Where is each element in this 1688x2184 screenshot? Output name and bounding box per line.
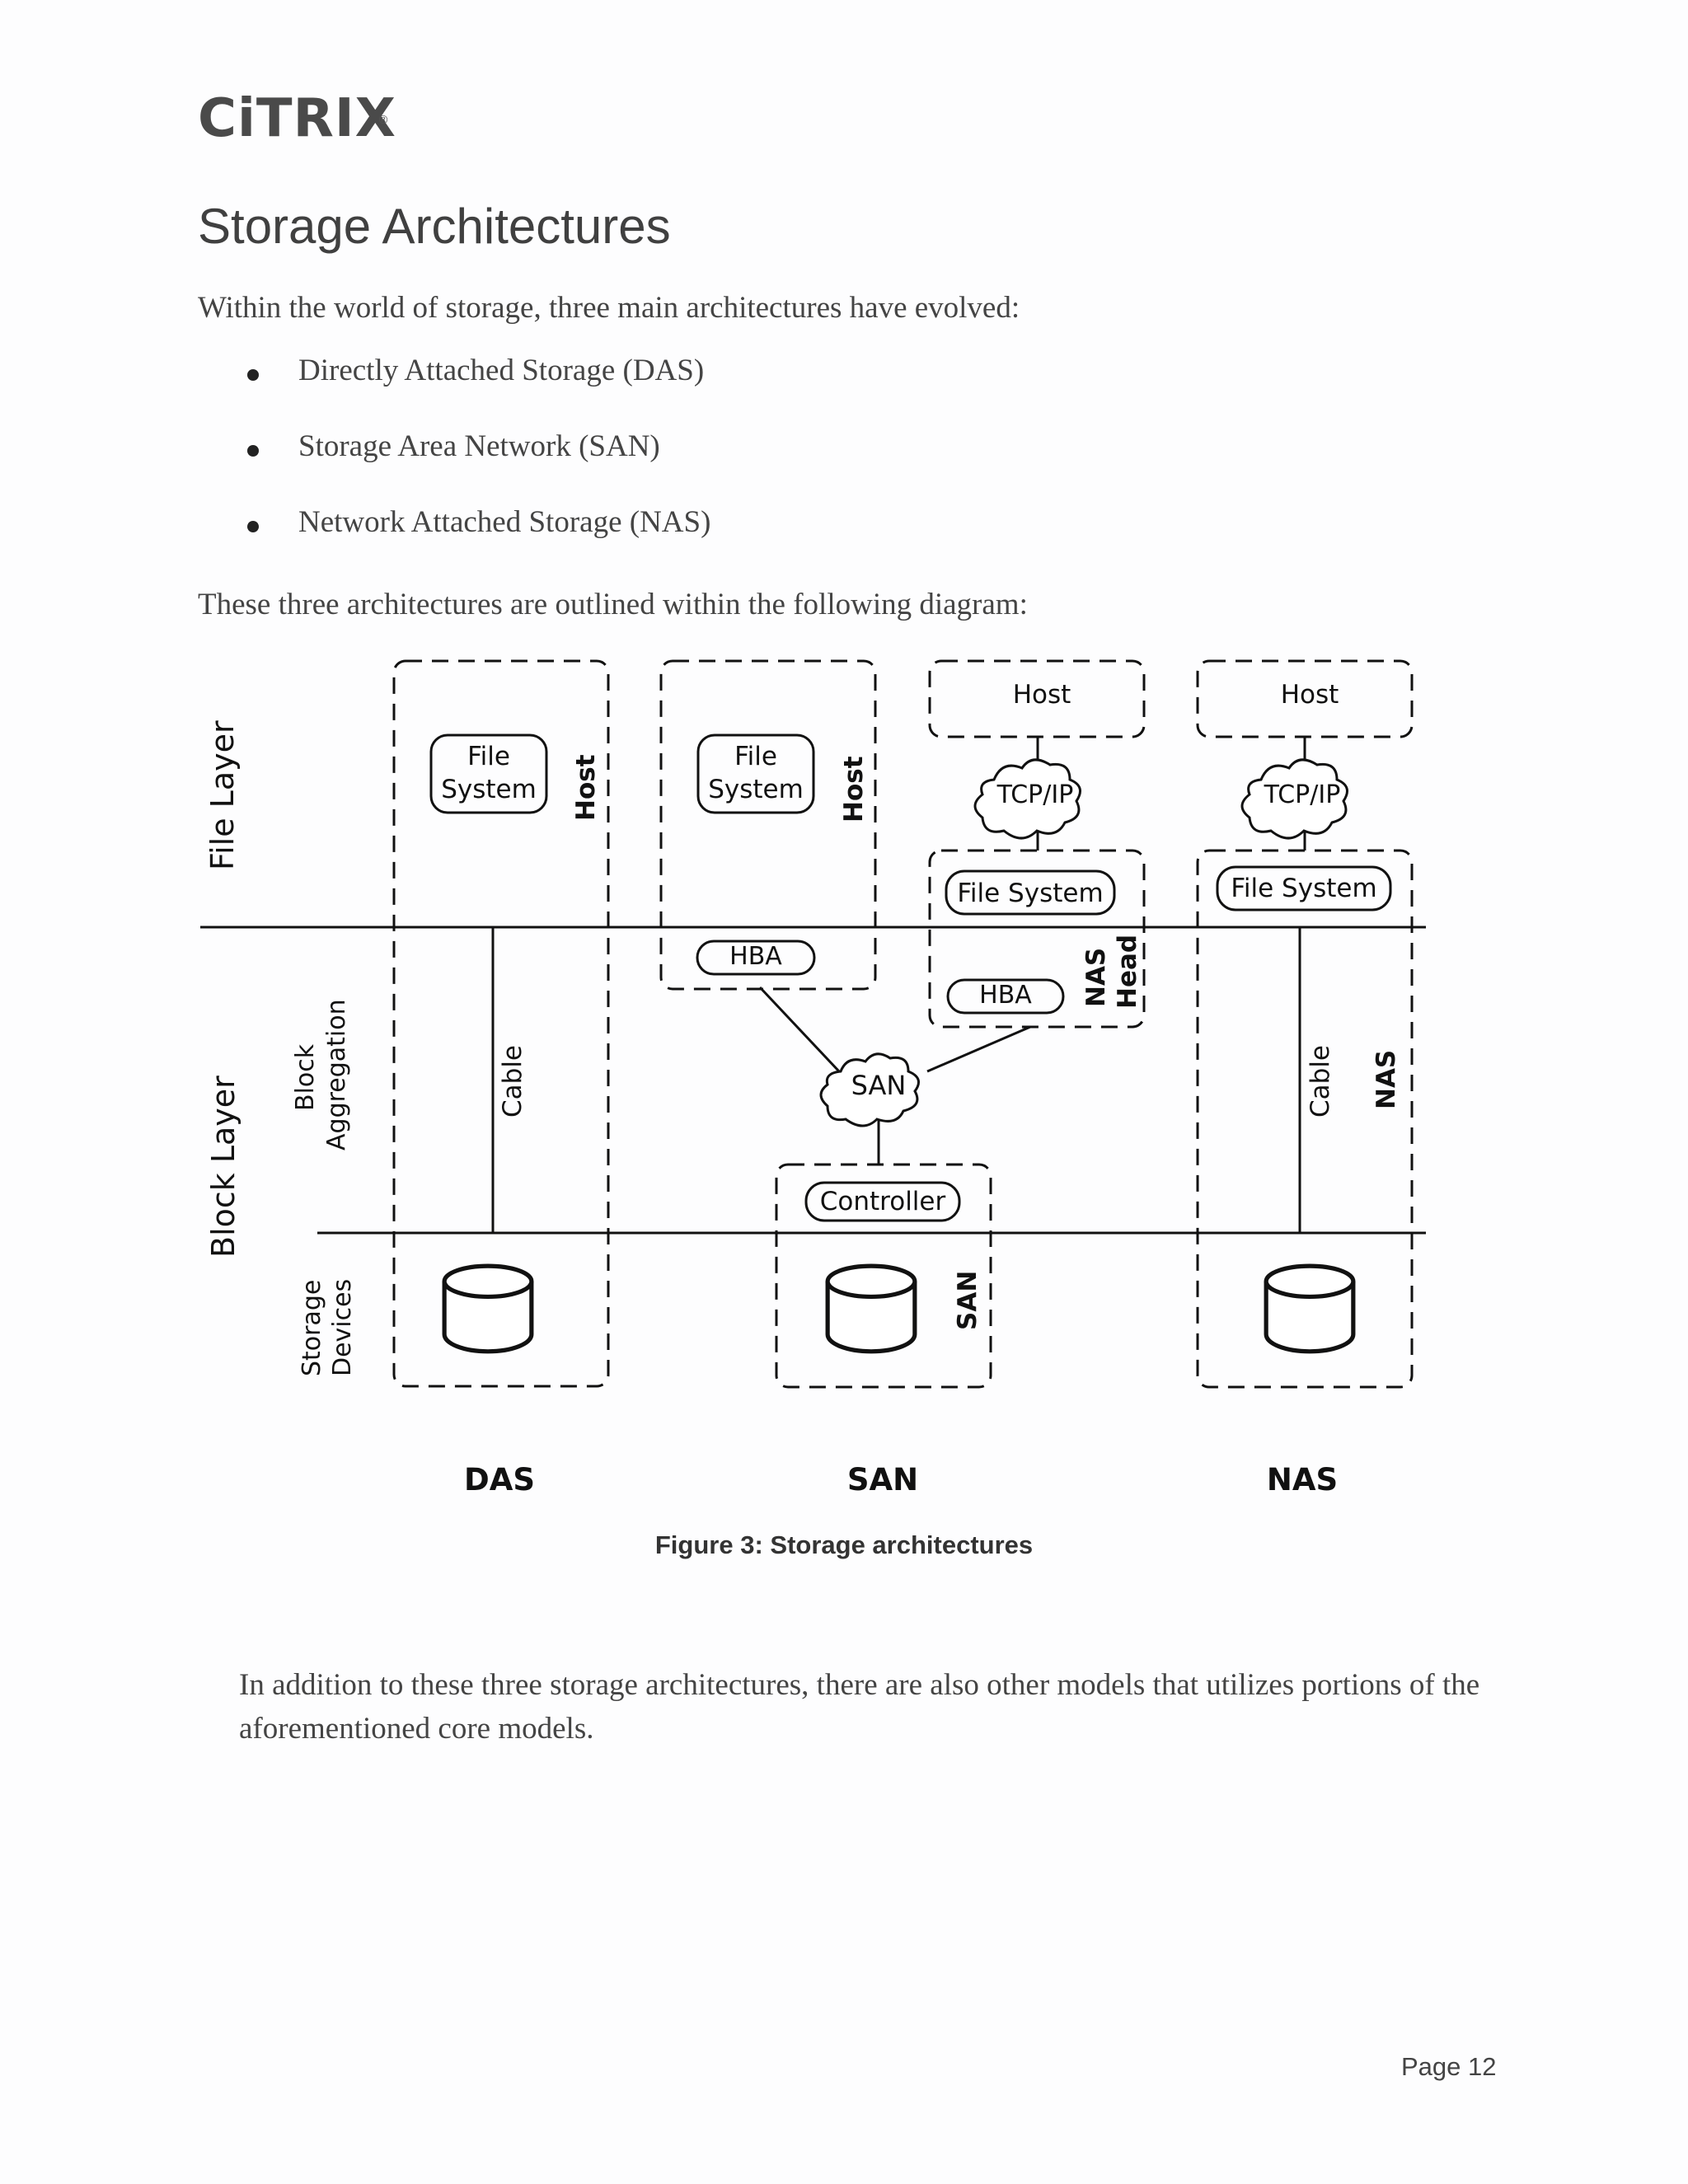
nas-head-label: NAS	[1081, 948, 1111, 1007]
registered-mark: ®	[377, 114, 389, 127]
bullet-icon	[247, 369, 259, 381]
nas-hba-to-san-line	[926, 1025, 1031, 1073]
block-layer-label: Block Layer	[205, 1076, 241, 1258]
diagram-lead-in: These three architectures are outlined w…	[198, 588, 1028, 621]
bullet-text: Network Attached Storage (NAS)	[298, 505, 711, 539]
hba-to-san-line	[758, 986, 841, 1073]
nas-disk-icon	[1266, 1266, 1353, 1352]
das-fs-label: File	[467, 742, 510, 771]
san-file-system-box	[696, 733, 815, 814]
storage-devices-label: Devices	[328, 1279, 357, 1376]
das-label: DAS	[464, 1462, 535, 1497]
nas-head-hba-box	[946, 978, 1065, 1015]
das-cable-label: Cable	[498, 1045, 528, 1118]
controller-label: Controller	[820, 1187, 946, 1216]
nas-box-label: NAS	[1372, 1050, 1401, 1109]
nas-tcpip-label: TCP/IP	[1264, 780, 1341, 809]
logo-wordmark: CiTRIX	[198, 88, 396, 149]
storage-architectures-diagram: File Layer Block Layer Block Aggregation…	[200, 659, 1426, 1497]
san-cloud	[819, 1052, 920, 1127]
nas-file-system-label: File System	[1231, 874, 1376, 903]
citrix-logo: CiTRIX ®	[198, 88, 396, 175]
san-fs-label: System	[708, 775, 804, 804]
closing-paragraph: In addition to these three storage archi…	[239, 1668, 1480, 1746]
das-host-box	[392, 659, 610, 1388]
san-host-box	[659, 659, 877, 991]
das-host-label: Host	[571, 754, 601, 821]
nas-head-label: Head	[1113, 935, 1142, 1009]
san-cloud-label: SAN	[851, 1070, 907, 1101]
bullet-icon	[247, 445, 259, 457]
san-storage-box	[775, 1163, 992, 1389]
san-box-label: SAN	[953, 1271, 982, 1330]
das-disk-icon	[444, 1266, 532, 1352]
bullet-text: Directly Attached Storage (DAS)	[298, 354, 705, 387]
das-file-system-box	[429, 733, 548, 814]
bullet-text: Storage Area Network (SAN)	[298, 429, 660, 463]
san-disk-icon	[828, 1266, 915, 1352]
nas-head-file-system-box	[945, 869, 1116, 916]
nas-head-hba-label: HBA	[979, 981, 1032, 1010]
nas-host-label: Host	[1281, 680, 1339, 710]
storage-devices-label: Storage	[298, 1280, 326, 1376]
nas-cable-label: Cable	[1306, 1045, 1335, 1118]
file-layer-label: File Layer	[204, 720, 241, 870]
nas-head-tcpip-cloud	[973, 758, 1081, 840]
das-fs-label: System	[441, 775, 537, 804]
san-label: SAN	[847, 1462, 918, 1497]
san-hba-label: HBA	[729, 942, 782, 971]
san-fs-label: File	[734, 742, 777, 771]
san-host-label: Host	[839, 756, 869, 823]
intro-paragraph: Within the world of storage, three main …	[198, 291, 1020, 325]
nas-head-tcpip-label: TCP/IP	[996, 780, 1074, 809]
nas-head-box	[928, 849, 1146, 1029]
nas-file-system-box	[1216, 865, 1392, 912]
page-number: Page 12	[1401, 2052, 1497, 2081]
san-hba-box	[696, 940, 816, 976]
controller-box	[804, 1181, 961, 1222]
page-title: Storage Architectures	[198, 199, 671, 254]
nas-label: NAS	[1267, 1462, 1338, 1497]
block-aggregation-label: Block	[291, 1043, 320, 1111]
nas-head-file-system-label: File System	[957, 879, 1103, 908]
nas-head-host-label: Host	[1013, 680, 1071, 710]
nas-tcpip-cloud	[1240, 758, 1348, 840]
block-aggregation-label: Aggregation	[322, 999, 351, 1151]
bullet-icon	[247, 521, 259, 532]
figure-caption: Figure 3: Storage architectures	[654, 1530, 1034, 1559]
